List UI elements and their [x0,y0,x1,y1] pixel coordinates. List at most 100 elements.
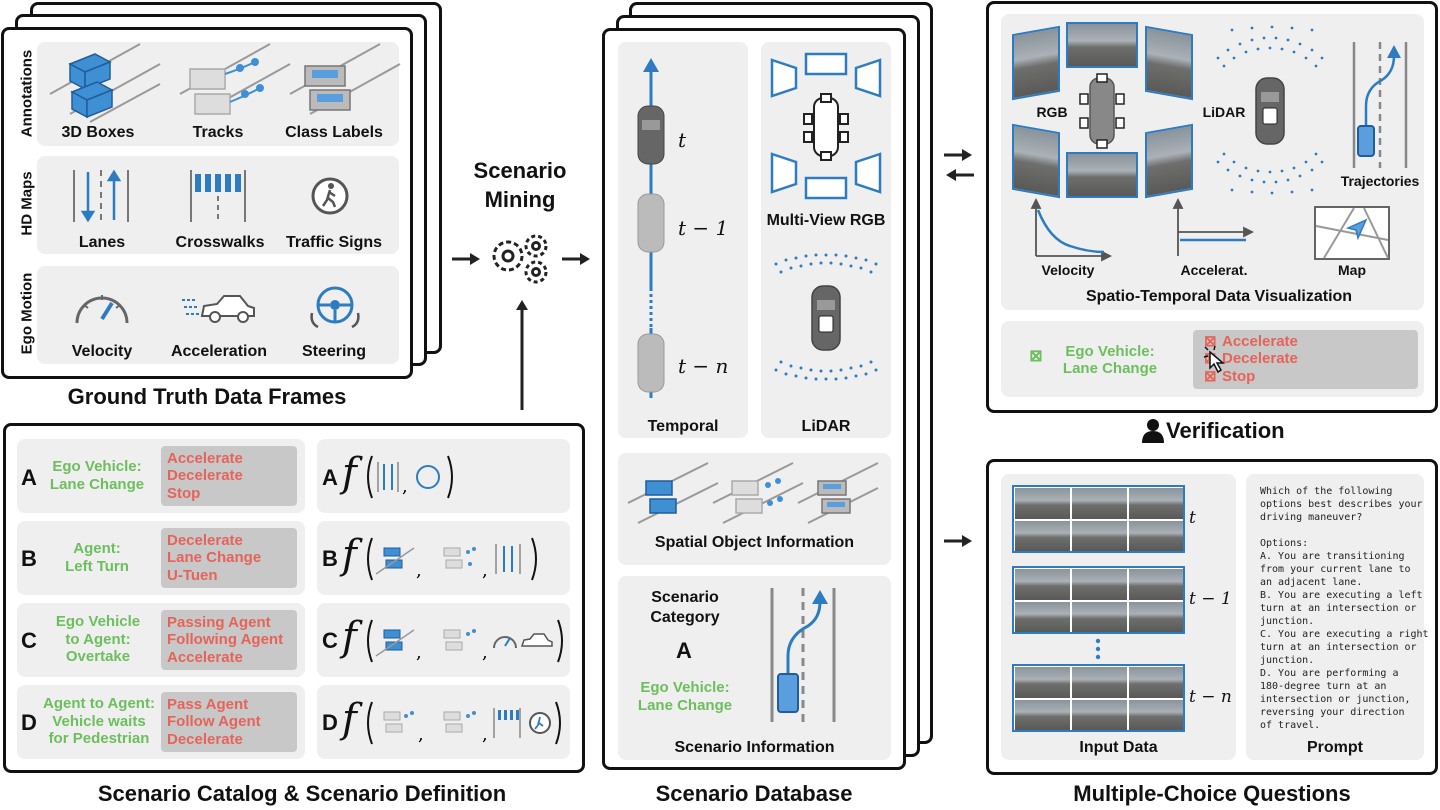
arrow-verification-to-db [946,169,974,181]
mcq-tn: t − n [1189,687,1232,707]
verify-check-glyph: ⊠ [1029,348,1043,365]
spatial-objects-icon [627,462,879,524]
arrow-mining-to-db [562,253,590,265]
frame-thumb [1129,569,1183,600]
tracks-icon [179,43,291,115]
catalog-option-d-3: Decelerate [167,731,243,748]
prompt-text: Which of the following options best desc… [1260,486,1429,731]
rgb-label: RGB [1036,104,1068,120]
catalog-option-c-2: Following Agent [167,631,284,648]
mcq-t0: t [1189,508,1196,528]
catalog-letter-b: B [21,546,37,571]
input-data-label: Input Data [1079,739,1158,756]
mining-line1: Scenario [473,158,567,183]
def-letter-b: B [322,546,338,571]
lanes-icon [73,169,129,223]
frame-thumb [1129,700,1183,730]
input-grid-t1 [1012,566,1185,634]
temporal-t1: t − 1 [678,216,729,240]
arrow-gt-to-mining [452,253,480,265]
catalog-scenario-d-1: Agent to Agent: [43,695,155,712]
catalog-options-a [161,446,297,506]
verify-option-3[interactable]: Stop [1222,368,1256,385]
verify-lidar-label: LiDAR [1202,104,1246,120]
catalog-scenario-a-1: Ego Vehicle: [52,458,142,475]
multiview-label: Multi-View RGB [766,212,886,229]
catalog-option-d-2: Follow Agent [167,713,261,730]
egomotion-heading: Ego Motion [18,272,36,355]
svg-text:,: , [482,724,488,745]
temporal-timeline [637,58,665,398]
lane-change-icon [770,588,836,722]
arrow-db-to-mcq [944,535,972,547]
frame-thumb [1072,700,1127,730]
verify-option-1[interactable]: Accelerate [1222,333,1298,350]
car-acceleration-icon [182,295,255,323]
frame-thumb [1015,569,1070,600]
scenario-category-2: Category [650,609,720,626]
velocity-label: Velocity [1041,262,1095,278]
catalog-letter-d: D [21,710,37,735]
mcq-t1: t − 1 [1189,589,1232,609]
catalog-option-b-1: Decelerate [167,532,243,549]
ego-item-acceleration: Acceleration [170,343,268,360]
def-row-d-panel [317,685,570,759]
frame-thumb [1015,602,1070,632]
scenario-info-green-2: Lane Change [637,697,733,714]
verify-options-box [1193,330,1418,389]
verify-option-glyph-1[interactable]: ⊠ [1204,333,1217,350]
gears-icon [492,234,548,284]
verification-title: Verification [1166,418,1285,443]
def-c-args-icon: , , [367,619,563,663]
scenario-category-1: Scenario [651,589,719,606]
frame-thumb [1072,602,1127,632]
pedestrian-sign-icon [311,177,349,215]
frame-thumb [1015,667,1070,698]
frame-thumb [1129,521,1183,551]
catalog-scenario-d-3: for Pedestrian [48,730,150,747]
lidar-icon [774,253,878,381]
frame-thumb [1015,488,1070,519]
hdmaps-heading: HD Maps [18,171,36,236]
def-letter-d: D [322,710,338,735]
mcq-title: Multiple-Choice Questions [1073,781,1351,806]
frame-thumb [1072,569,1127,600]
catalog-letter-a: A [21,465,37,490]
frame-thumb [1072,521,1127,551]
accel-chart-icon [1172,197,1255,256]
mining-line2: Mining [484,187,556,212]
accel-label: Accelerat. [1180,262,1248,278]
input-grid-tn [1012,664,1185,732]
catalog-options-c [161,610,297,670]
def-letter-a: A [322,465,338,490]
annotation-item-labels: Class Labels [285,124,383,141]
ego-item-steering: Steering [301,343,366,360]
def-function-b: f [342,532,357,578]
steering-wheel-icon [310,286,360,329]
def-row-a-panel [317,439,570,513]
catalog-option-c-1: Passing Agent [167,614,271,631]
annotation-item-boxes: 3D Boxes [61,124,135,141]
verify-option-glyph-3[interactable]: ⊠ [1204,368,1217,385]
catalog-option-c-3: Accelerate [167,649,243,666]
rgb-cam-back [1066,152,1138,198]
input-grid-t0 [1012,485,1185,553]
multiview-rgb-icon [770,52,882,200]
temporal-t0: t [678,128,687,152]
rgb-cam-back-right [1145,123,1193,199]
ellipsis-dots [1095,638,1101,660]
catalog-letter-c: C [21,628,37,653]
crosswalks-icon [190,170,246,222]
verify-scenario-1: Ego Vehicle: [1065,343,1155,360]
rgb-cam-front-left [1012,25,1060,101]
scenario-info-panel [618,576,891,760]
temporal-tn: t − n [678,354,729,378]
verify-option-2[interactable]: Decelerate [1222,350,1298,367]
class-labels-icon [289,43,401,115]
verify-lidar-icon [1216,25,1324,195]
catalog-scenario-c-2: to Agent: [65,631,131,648]
rgb-cam-front [1066,22,1138,68]
verify-scenario-2: Lane Change [1062,360,1158,377]
arrow-catalog-to-mining [516,300,528,410]
def-function-c: f [342,614,357,660]
